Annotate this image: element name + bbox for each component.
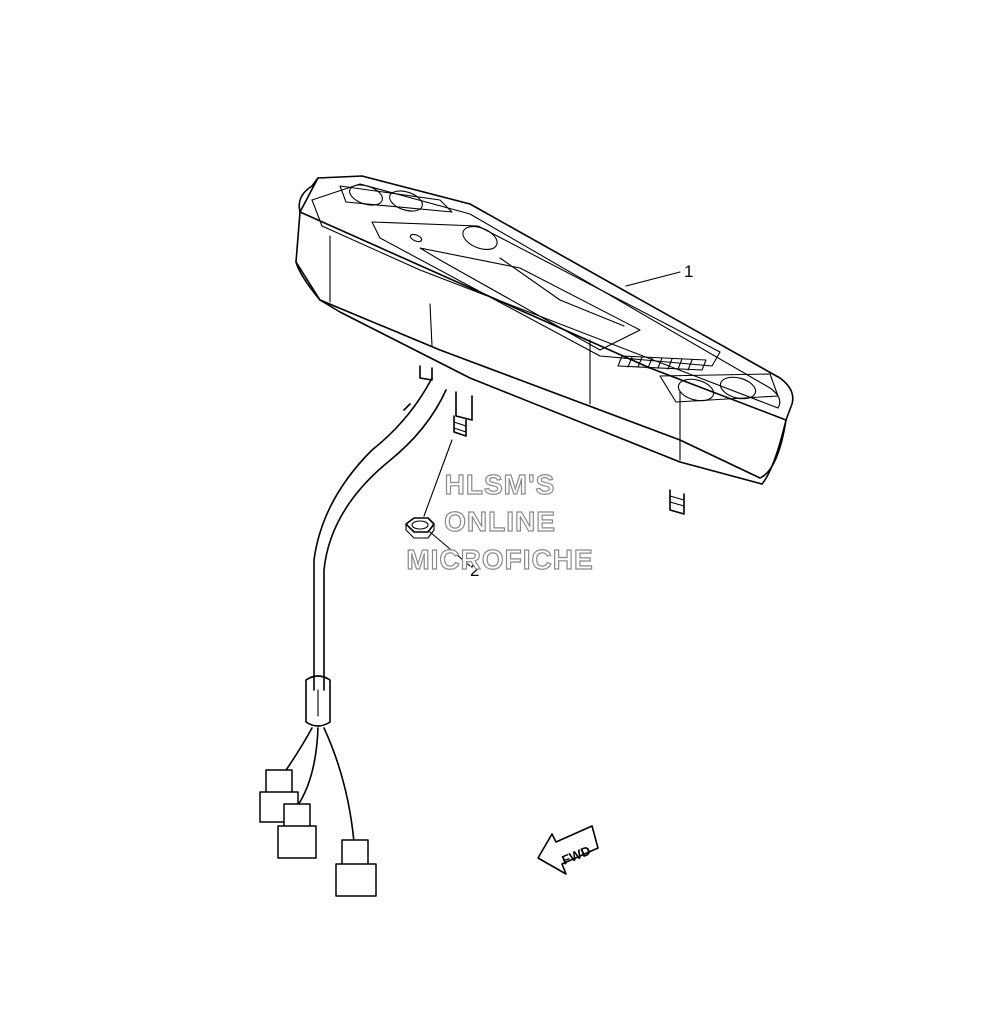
mounting-studs [419, 365, 685, 515]
callout-2: 2 [429, 531, 479, 580]
fwd-direction-arrow: FWD [537, 825, 599, 875]
connector-3 [335, 839, 377, 897]
callout-number-1: 1 [684, 262, 693, 281]
meter-assembly [295, 175, 794, 485]
connector-2 [277, 803, 317, 859]
watermark-line-2: ONLINE [444, 506, 556, 537]
watermark-line-1: HLSM'S [445, 469, 556, 500]
wire-harness [281, 377, 447, 843]
watermark-line-3: MICROFICHE [406, 544, 593, 575]
bar-indicator [617, 355, 707, 371]
fwd-label: FWD [560, 843, 593, 868]
nut-leader-line [423, 439, 453, 517]
flange-nut [405, 517, 435, 539]
watermark: HLSM'S ONLINE MICROFICHE [406, 468, 594, 575]
callout-number-2: 2 [470, 561, 479, 580]
callout-1: 1 [625, 262, 693, 287]
